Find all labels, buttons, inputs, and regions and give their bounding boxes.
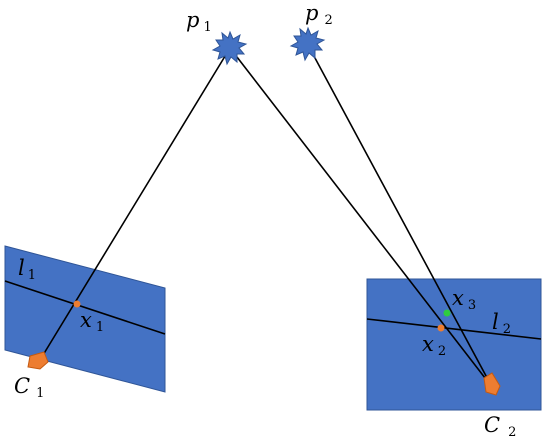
ray-p1-c1: [39, 47, 231, 361]
camera-c2: [483, 372, 501, 396]
projection-point-x1: [73, 300, 81, 308]
ray-p2-c2: [307, 44, 493, 388]
world-point-p2: [289, 26, 326, 62]
epipolar-line-l2: [366, 318, 542, 340]
projection-point-x2: [437, 324, 445, 332]
right-image-plane: [366, 278, 542, 411]
epipolar-line-l1: [4, 280, 166, 335]
ray-p1-c2: [229, 47, 493, 388]
world-point-p1: [211, 30, 248, 66]
projection-point-x3: [443, 309, 451, 317]
camera-c1: [27, 351, 49, 370]
